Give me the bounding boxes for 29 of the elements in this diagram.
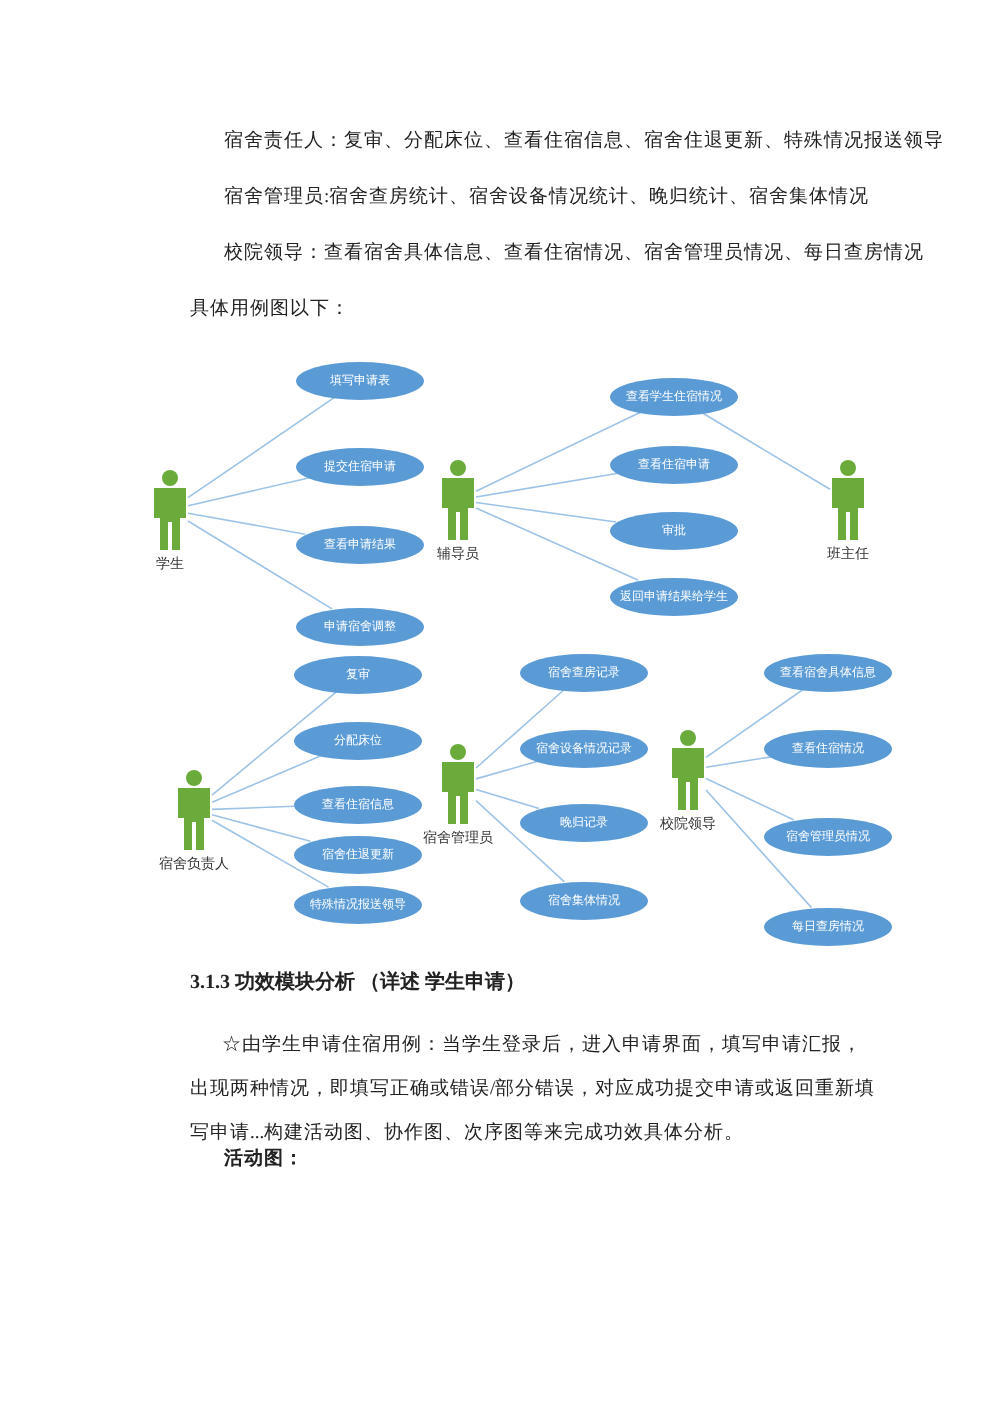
association-line (705, 777, 795, 821)
association-line (475, 799, 566, 883)
association-line (475, 760, 539, 780)
association-line (705, 789, 813, 909)
association-line (705, 688, 804, 759)
association-line (187, 396, 336, 499)
section-heading: 3.1.3 功效模块分析 （详述 学生申请） (190, 968, 527, 998)
association-line (211, 814, 312, 843)
association-line (187, 512, 306, 535)
text-line: 活动图： (224, 1146, 306, 1174)
association-line (475, 788, 540, 810)
association-line (211, 754, 323, 804)
association-line (211, 805, 296, 811)
association-line (475, 507, 640, 581)
text-line: 宿舍管理员:宿舍查房统计、宿舍设备情况统计、晚归统计、宿舍集体情况 (224, 184, 872, 212)
association-line (475, 689, 565, 769)
association-line (475, 472, 619, 498)
association-line (187, 476, 311, 507)
text-line: 具体用例图以下： (190, 296, 352, 324)
association-line (705, 756, 773, 768)
association-line (211, 819, 330, 888)
association-line (187, 520, 333, 610)
association-line (475, 501, 617, 523)
association-line (701, 412, 831, 491)
paragraph: ☆由学生申请住宿用例：当学生登录后，进入申请界面，填写申请汇报，出现两种情况，即填写正确或错误/部分错误，对应成功提交申请或返回重新填写申请...构建活动图、协作图、次序图等来完成功效具体分析。 (190, 1032, 878, 1148)
association-line (475, 411, 642, 493)
text-line: 校院领导：查看宿舍具体信息、查看住宿情况、宿舍管理员情况、每日查房情况 (224, 240, 926, 268)
association-line (211, 691, 338, 796)
text-line: 宿舍责任人：复审、分配床位、查看住宿信息、宿舍住退更新、特殊情况报送领导 (224, 128, 946, 156)
